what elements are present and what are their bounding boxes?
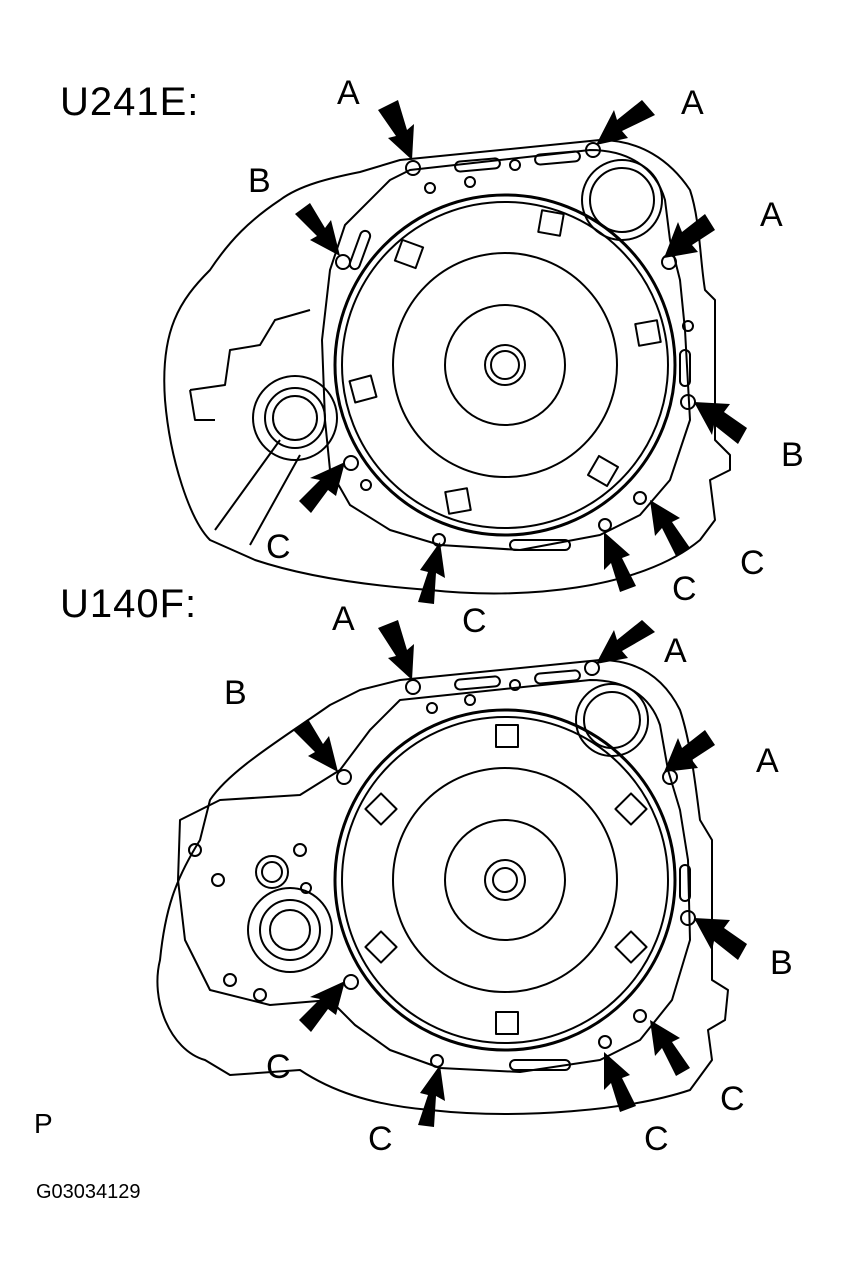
u140f-label-c2: C [368, 1120, 393, 1158]
u241e-label-c1: C [266, 528, 291, 566]
u241e-arrow-a1 [378, 100, 414, 160]
u241e-arrow-a2 [596, 100, 655, 145]
u140f-label-c4: C [720, 1080, 745, 1118]
u140f-arrow-c2 [418, 1065, 445, 1127]
u140f-bolt-holes [188, 660, 696, 1068]
u140f-label-c3: C [644, 1120, 669, 1158]
u241e-label-c2: C [462, 602, 487, 640]
u140f-arrow-c4 [650, 1020, 690, 1076]
u241e-label-a2: A [681, 84, 704, 122]
u140f-label-b2: B [770, 944, 793, 982]
u241e-arrow-c2 [418, 542, 445, 604]
u241e-label-c3: C [672, 570, 697, 608]
u140f-outer-housing [156, 659, 729, 1115]
u140f-arrow-c1 [299, 981, 345, 1032]
u140f-arrow-a1 [378, 620, 414, 680]
u140f-model-label: U140F: [60, 582, 198, 626]
u241e-flange [321, 149, 691, 551]
u140f-flange [177, 679, 691, 1073]
u140f-arrow-b1 [293, 719, 338, 772]
figure-code: G03034129 [36, 1181, 141, 1203]
u241e-model-label: U241E: [60, 80, 200, 124]
u241e-arrow-c4 [650, 500, 690, 556]
u140f-label-a1: A [332, 600, 355, 638]
u140f-label-a3: A [756, 742, 779, 780]
u241e-label-b2: B [781, 436, 804, 474]
u241e-arrow-b1 [295, 203, 340, 256]
u241e-arrow-c3 [604, 532, 636, 592]
u241e-arrow-c1 [299, 462, 345, 513]
corner-mark: P [34, 1108, 53, 1139]
u241e-torque-converter-outer [333, 193, 677, 537]
u140f-torque-converter-outer [333, 708, 677, 1052]
u241e-arrow-b2 [694, 402, 747, 444]
u241e-arrow-a3 [664, 214, 715, 258]
u140f-arrow-a3 [664, 730, 715, 772]
u140f-arrow-b2 [694, 918, 747, 960]
u140f-arrow-a2 [596, 620, 655, 664]
u140f-label-c1: C [266, 1048, 291, 1086]
u140f-torque-converter-ring [341, 716, 669, 1044]
u241e-label-a3: A [760, 196, 783, 234]
u140f-arrow-c3 [604, 1052, 636, 1112]
u241e-housing-drawing [163, 100, 747, 604]
u241e-arrows [295, 100, 747, 604]
u241e-label-b1: B [248, 162, 271, 200]
u241e-label-c4: C [740, 544, 765, 582]
u241e-outer-housing [163, 139, 731, 595]
u241e-torque-converter-ring [341, 201, 669, 529]
u140f-housing-drawing [156, 620, 747, 1127]
u140f-label-a2: A [664, 632, 687, 670]
u140f-arrows [293, 620, 747, 1127]
u140f-label-b1: B [224, 674, 247, 712]
u241e-label-a1: A [337, 74, 360, 112]
